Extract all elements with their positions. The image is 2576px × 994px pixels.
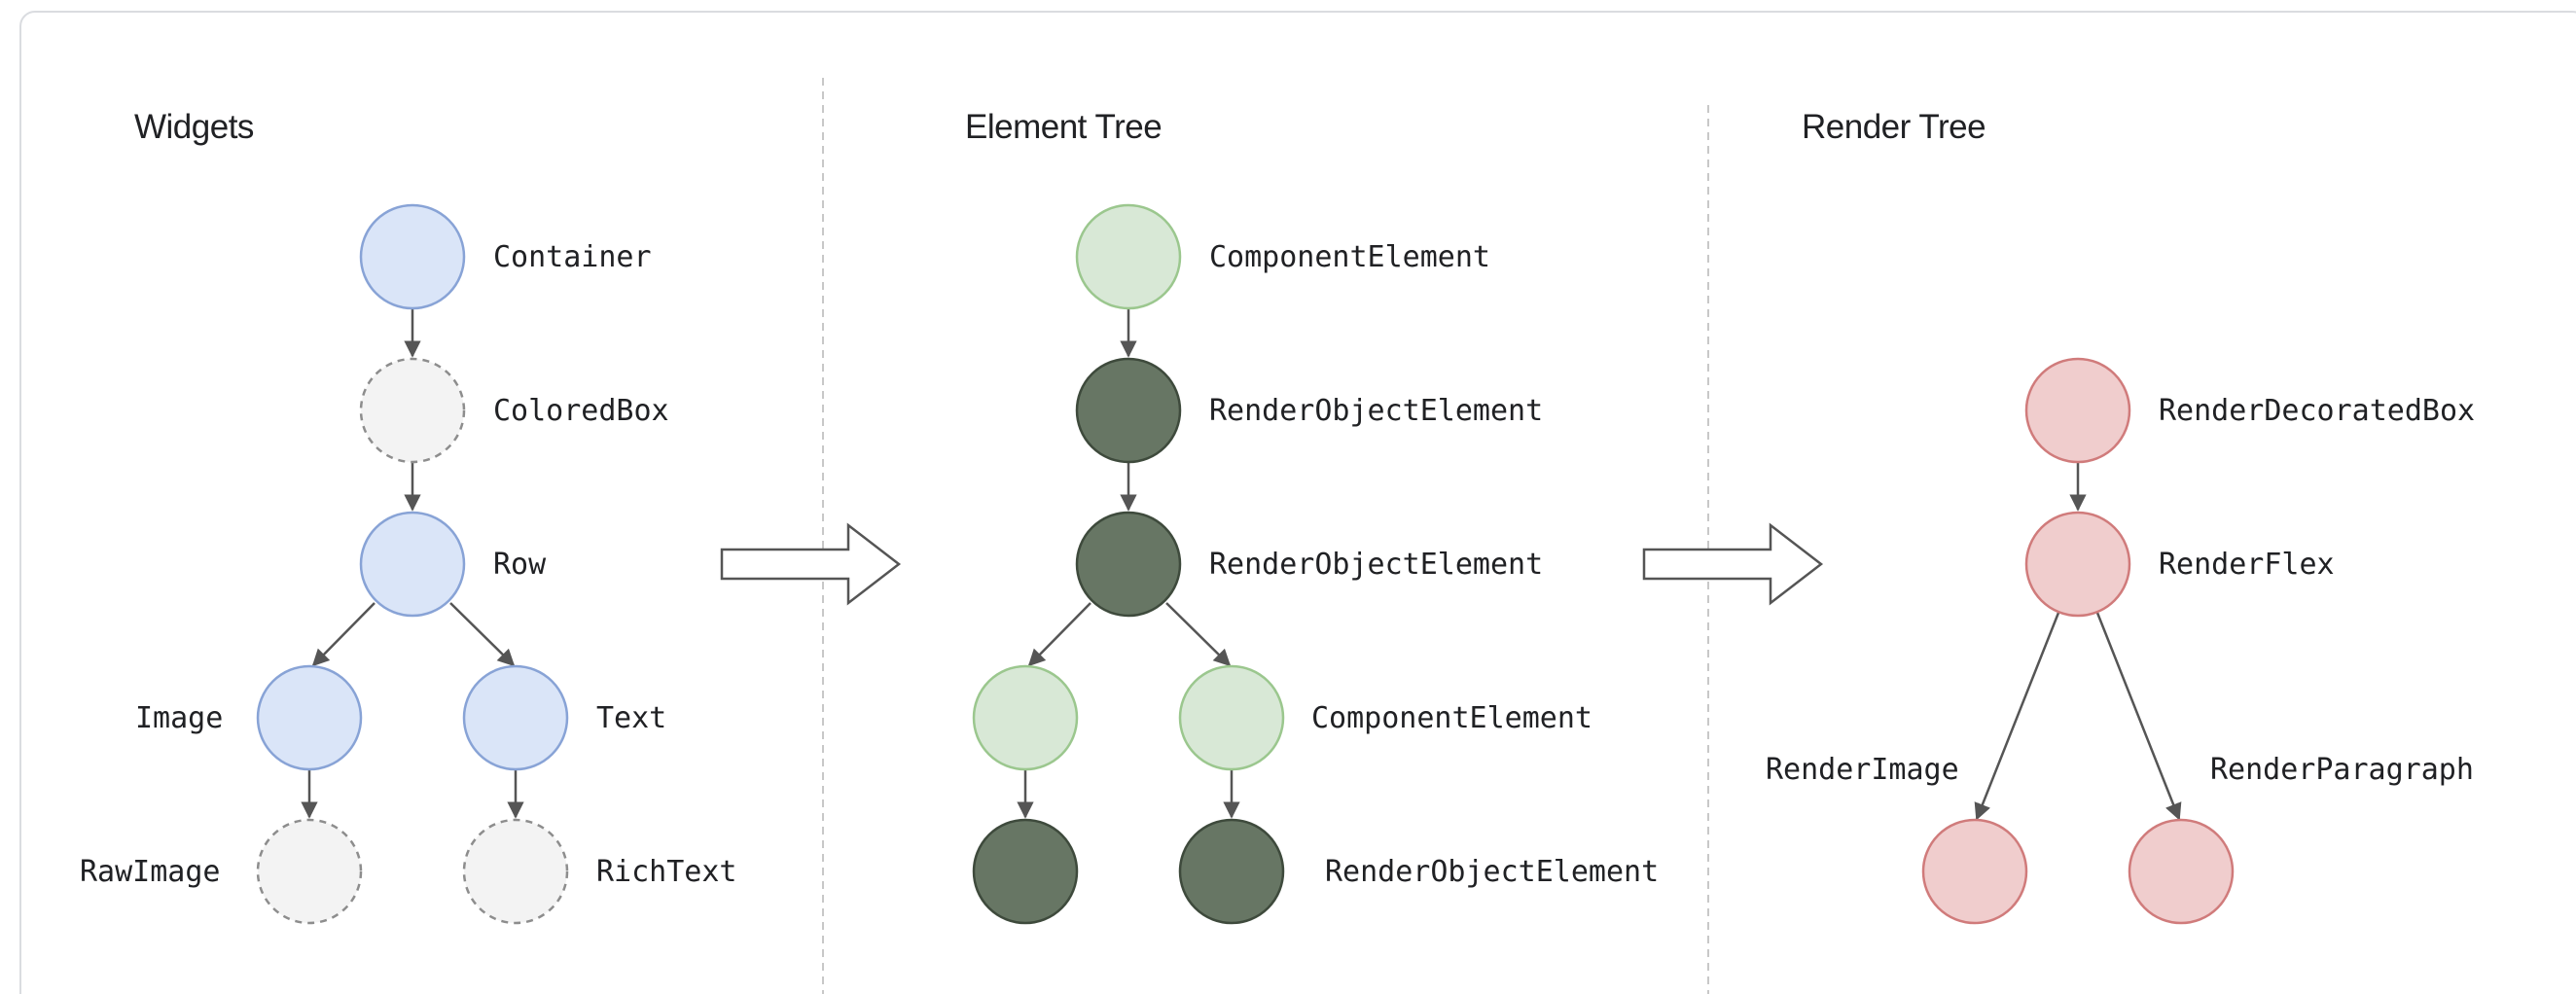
render-decorated-box-node — [2024, 357, 2131, 464]
render-tree-title: Render Tree — [1802, 108, 1986, 146]
component-element-node — [1075, 203, 1182, 310]
render-object-element-node-left — [972, 818, 1079, 925]
diagram-card — [19, 11, 2576, 994]
coloredbox-label: ColoredBox — [493, 394, 669, 428]
image-label: Image — [135, 701, 223, 735]
render-object-element-node-2 — [1075, 511, 1182, 618]
rawimage-label: RawImage — [80, 855, 221, 889]
edge-flex-paragraph — [2095, 612, 2182, 821]
component-element-pair-label: ComponentElement — [1311, 701, 1592, 735]
rawimage-node — [256, 818, 363, 925]
render-object-element-node-right — [1178, 818, 1285, 925]
element-tree-title: Element Tree — [965, 108, 1162, 146]
edge-row-text — [449, 602, 516, 667]
render-paragraph-label: RenderParagraph — [2210, 753, 2474, 787]
text-label: Text — [596, 701, 666, 735]
component-element-label: ComponentElement — [1209, 240, 1490, 274]
render-object-element-label-1: RenderObjectElement — [1209, 394, 1543, 428]
render-image-node — [1921, 818, 2028, 925]
component-element-node-left — [972, 664, 1079, 771]
edge-roe2-left — [1027, 602, 1091, 667]
edge-row-image — [311, 602, 376, 667]
widgets-title: Widgets — [134, 108, 254, 146]
coloredbox-node — [359, 357, 466, 464]
richtext-node — [462, 818, 569, 925]
text-node — [462, 664, 569, 771]
render-image-label: RenderImage — [1766, 753, 1959, 787]
transform-arrow-2 — [1642, 522, 1824, 606]
image-node — [256, 664, 363, 771]
render-flex-node — [2024, 511, 2131, 618]
render-object-element-pair-label: RenderObjectElement — [1325, 855, 1659, 889]
row-node — [359, 511, 466, 618]
component-element-node-right — [1178, 664, 1285, 771]
row-label: Row — [493, 548, 547, 582]
render-decorated-box-label: RenderDecoratedBox — [2159, 394, 2475, 428]
render-paragraph-node — [2128, 818, 2235, 925]
richtext-label: RichText — [596, 855, 737, 889]
container-label: Container — [493, 240, 652, 274]
edge-roe2-right — [1165, 602, 1232, 667]
render-object-element-node-1 — [1075, 357, 1182, 464]
transform-arrow-1 — [720, 522, 902, 606]
container-node — [359, 203, 466, 310]
render-flex-label: RenderFlex — [2159, 548, 2335, 582]
render-object-element-label-2: RenderObjectElement — [1209, 548, 1543, 582]
edge-flex-image — [1974, 612, 2060, 821]
